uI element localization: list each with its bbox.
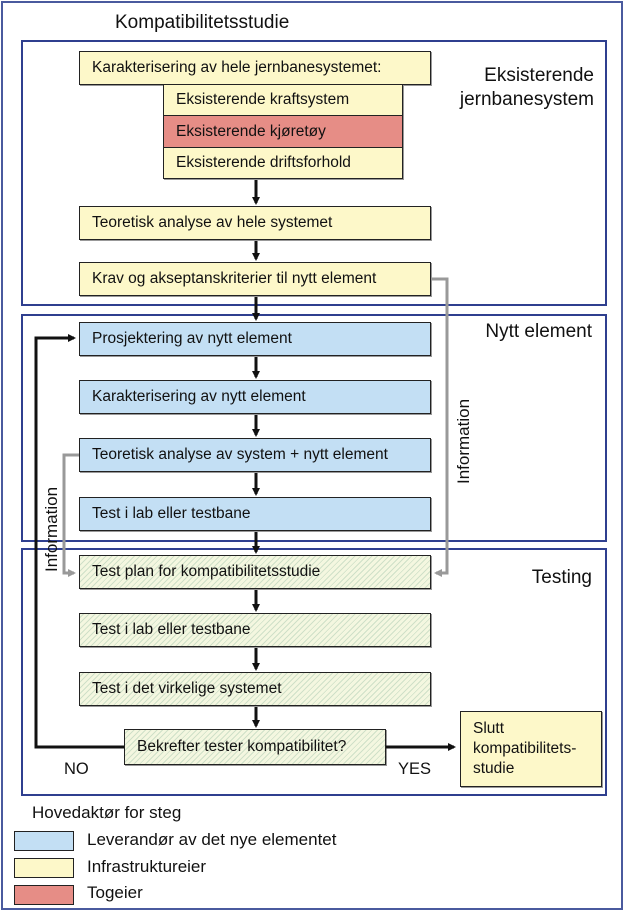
end-line-2: kompatibilitets- xyxy=(473,740,577,757)
step-lab-test: Test i lab eller testbane xyxy=(79,613,431,647)
section-existing-system xyxy=(21,40,607,306)
step-characterisation-all: Karakterisering av hele jernbanesystemet… xyxy=(79,51,431,85)
legend-swatch-supplier xyxy=(14,831,74,851)
yes-label: YES xyxy=(398,760,432,778)
step-characterisation-new: Karakterisering av nytt element xyxy=(79,380,431,414)
legend-label-infrastructure: Infrastruktureier xyxy=(87,857,207,876)
step-decision: Bekrefter tester kompatibilitet? xyxy=(124,729,386,765)
step-design: Prosjektering av nytt element xyxy=(79,322,431,356)
legend-label-supplier: Leverandør av det nye elementet xyxy=(87,830,337,849)
step-existing-power: Eksisterende kraftsystem xyxy=(163,84,403,116)
diagram-title: Kompatibilitetsstudie xyxy=(115,12,290,33)
step-theoretical-all: Teoretisk analyse av hele systemet xyxy=(79,206,431,240)
section-new-element-label: Nytt element xyxy=(485,321,592,342)
legend-label-train-owner: Togeier xyxy=(87,883,143,902)
step-lab-test-new: Test i lab eller testbane xyxy=(79,497,431,531)
section-new-element xyxy=(21,314,607,542)
step-requirements: Krav og akseptanskriterier til nytt elem… xyxy=(79,262,431,296)
step-existing-operation: Eksisterende driftsforhold xyxy=(163,147,403,179)
step-theoretical-new: Teoretisk analyse av system + nytt eleme… xyxy=(79,438,431,472)
end-line-3: studie xyxy=(473,760,515,777)
legend-swatch-train-owner xyxy=(14,885,74,905)
information-label-right: Information xyxy=(454,398,473,484)
step-test-plan: Test plan for kompatibilitetsstudie xyxy=(79,555,431,589)
step-real-test: Test i det virkelige systemet xyxy=(79,672,431,706)
step-existing-vehicles: Eksisterende kjøretøy xyxy=(163,115,403,148)
step-end: Slutt kompatibilitets- studie xyxy=(460,711,602,787)
no-label: NO xyxy=(64,760,89,778)
section-testing xyxy=(21,548,607,796)
legend-title: Hovedaktør for steg xyxy=(32,803,182,822)
legend-swatch-infrastructure xyxy=(14,858,74,878)
information-label-left: Information xyxy=(42,486,61,572)
end-line-1: Slutt xyxy=(473,720,505,737)
section-testing-label: Testing xyxy=(531,567,592,588)
